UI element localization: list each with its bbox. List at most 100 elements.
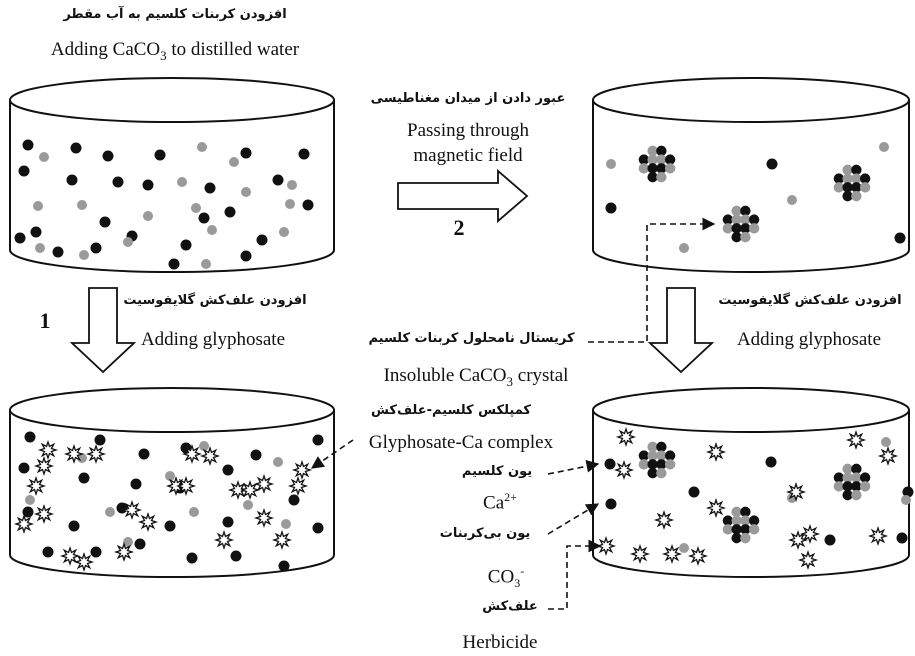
herbicide-label-en: Herbicide (462, 632, 538, 653)
carbonate-ion (22, 139, 34, 151)
carbonate-ion (833, 472, 845, 483)
leader-complex (310, 439, 354, 469)
crystal-label-en-before: Insoluble CaCO (383, 365, 507, 386)
calcium-ion (722, 524, 734, 535)
carbonate-ion (14, 232, 26, 244)
carbonate-ion (240, 250, 252, 262)
herbicide-molecule (845, 429, 867, 451)
calcium-ion (731, 205, 742, 217)
herbicide-molecule (113, 541, 135, 563)
herbicide-molecule (653, 509, 675, 531)
calcium-ion (35, 243, 45, 253)
calcium-ion (859, 481, 871, 492)
step1-title-en: Adding glyphosate (140, 329, 286, 350)
top-left-title-en-sub: 3 (160, 47, 167, 63)
carbonate-ion (842, 182, 853, 193)
carbonate-ion (765, 456, 777, 468)
calcium-ion (833, 182, 845, 193)
carbonate-ion (180, 239, 192, 251)
calcium-ion (722, 223, 734, 234)
carbonate-ion (902, 486, 914, 498)
herbicide-molecule (33, 455, 55, 477)
carbonate-ion (605, 498, 617, 510)
crystal-label-en-after: crystal (513, 365, 569, 386)
herbicide-molecule (59, 545, 81, 567)
herbicide-molecule (661, 543, 683, 565)
carbonate-ion (130, 478, 142, 490)
top-left-title-fa: افزودن کربنات کلسیم به آب مقطر (63, 7, 287, 22)
calcium-ion (664, 163, 676, 174)
carbonate-ion (186, 552, 198, 564)
herbicide-molecule (867, 525, 889, 547)
herbicide-molecule (85, 443, 107, 465)
carbonate-ion (851, 164, 862, 176)
carbonate-ion (740, 205, 751, 217)
bicarbonate-label-en: CO3- (476, 564, 536, 590)
herbicide-molecule (877, 445, 899, 467)
calcium-ion (748, 223, 760, 234)
carbonate-ion (70, 142, 82, 154)
carbonate-ion (638, 450, 650, 461)
calcium-ion (177, 177, 187, 187)
carbonate-ion (102, 150, 114, 162)
carbonate-ion (198, 212, 210, 224)
herbicide-molecule (785, 481, 807, 503)
crystal-label-en-sub: 3 (506, 373, 514, 389)
right-add-title-en: Adding glyphosate (736, 329, 882, 350)
particles-bottom-right (595, 426, 914, 571)
calcium-ion (647, 154, 658, 165)
carbonate-ion (224, 206, 236, 218)
carbonate-ion (298, 148, 310, 160)
caco3-crystal (638, 441, 676, 479)
herbicide-molecule (213, 529, 235, 551)
herbicide-molecule (181, 443, 203, 465)
carbonate-ion (748, 515, 760, 526)
herbicide-molecule (227, 479, 249, 501)
calcium-ion (748, 524, 760, 535)
carbonate-ion (842, 481, 853, 492)
herbicide-molecule (687, 545, 709, 567)
calcium-ion (241, 187, 251, 197)
carbonate-ion (656, 441, 667, 453)
container-bottom-left (9, 387, 335, 578)
leader-herbicide (548, 539, 602, 610)
carbonate-ion (740, 223, 751, 234)
arrow-step-2 (397, 169, 529, 223)
caco3-crystal (722, 205, 760, 243)
calcium-ion (207, 225, 217, 235)
carbonate-ion (748, 214, 760, 225)
calcium-ion (851, 489, 862, 501)
carbonate-ion (851, 463, 862, 475)
calcium-ion (123, 537, 133, 547)
carbonate-ion (638, 154, 650, 165)
carbonate-ion (30, 226, 42, 238)
calcium-ion (731, 515, 742, 526)
calcium-ion (199, 441, 209, 451)
carbonate-ion (647, 163, 658, 174)
calcium-ion (740, 214, 751, 225)
carbonate-ion (90, 242, 102, 254)
carbonate-ion (656, 459, 667, 470)
calcium-ion (881, 437, 891, 447)
calcium-ion (647, 450, 658, 461)
carbonate-ion (605, 202, 617, 214)
carbonate-ion (22, 506, 34, 518)
step2-number: 2 (453, 215, 465, 240)
carbonate-ion (824, 534, 836, 546)
carbonate-ion (272, 174, 284, 186)
container-top-right (592, 77, 910, 273)
carbonate-ion (731, 524, 742, 535)
herbicide-label-fa: علف‌کش (482, 599, 538, 614)
carbonate-ion (833, 173, 845, 184)
carbonate-ion (647, 459, 658, 470)
calcium-ion (679, 243, 689, 253)
caco3-crystal (833, 164, 871, 202)
carbonate-ion (134, 538, 146, 550)
container-bottom-right (592, 387, 914, 578)
complex-label-fa: کمپلکس کلسیم-علف‌کش (371, 403, 531, 418)
carbonate-ion (842, 489, 853, 501)
carbonate-ion (647, 467, 658, 479)
carbonate-ion (656, 163, 667, 174)
herbicide-molecule (787, 529, 809, 551)
carbonate-ion (138, 448, 150, 460)
